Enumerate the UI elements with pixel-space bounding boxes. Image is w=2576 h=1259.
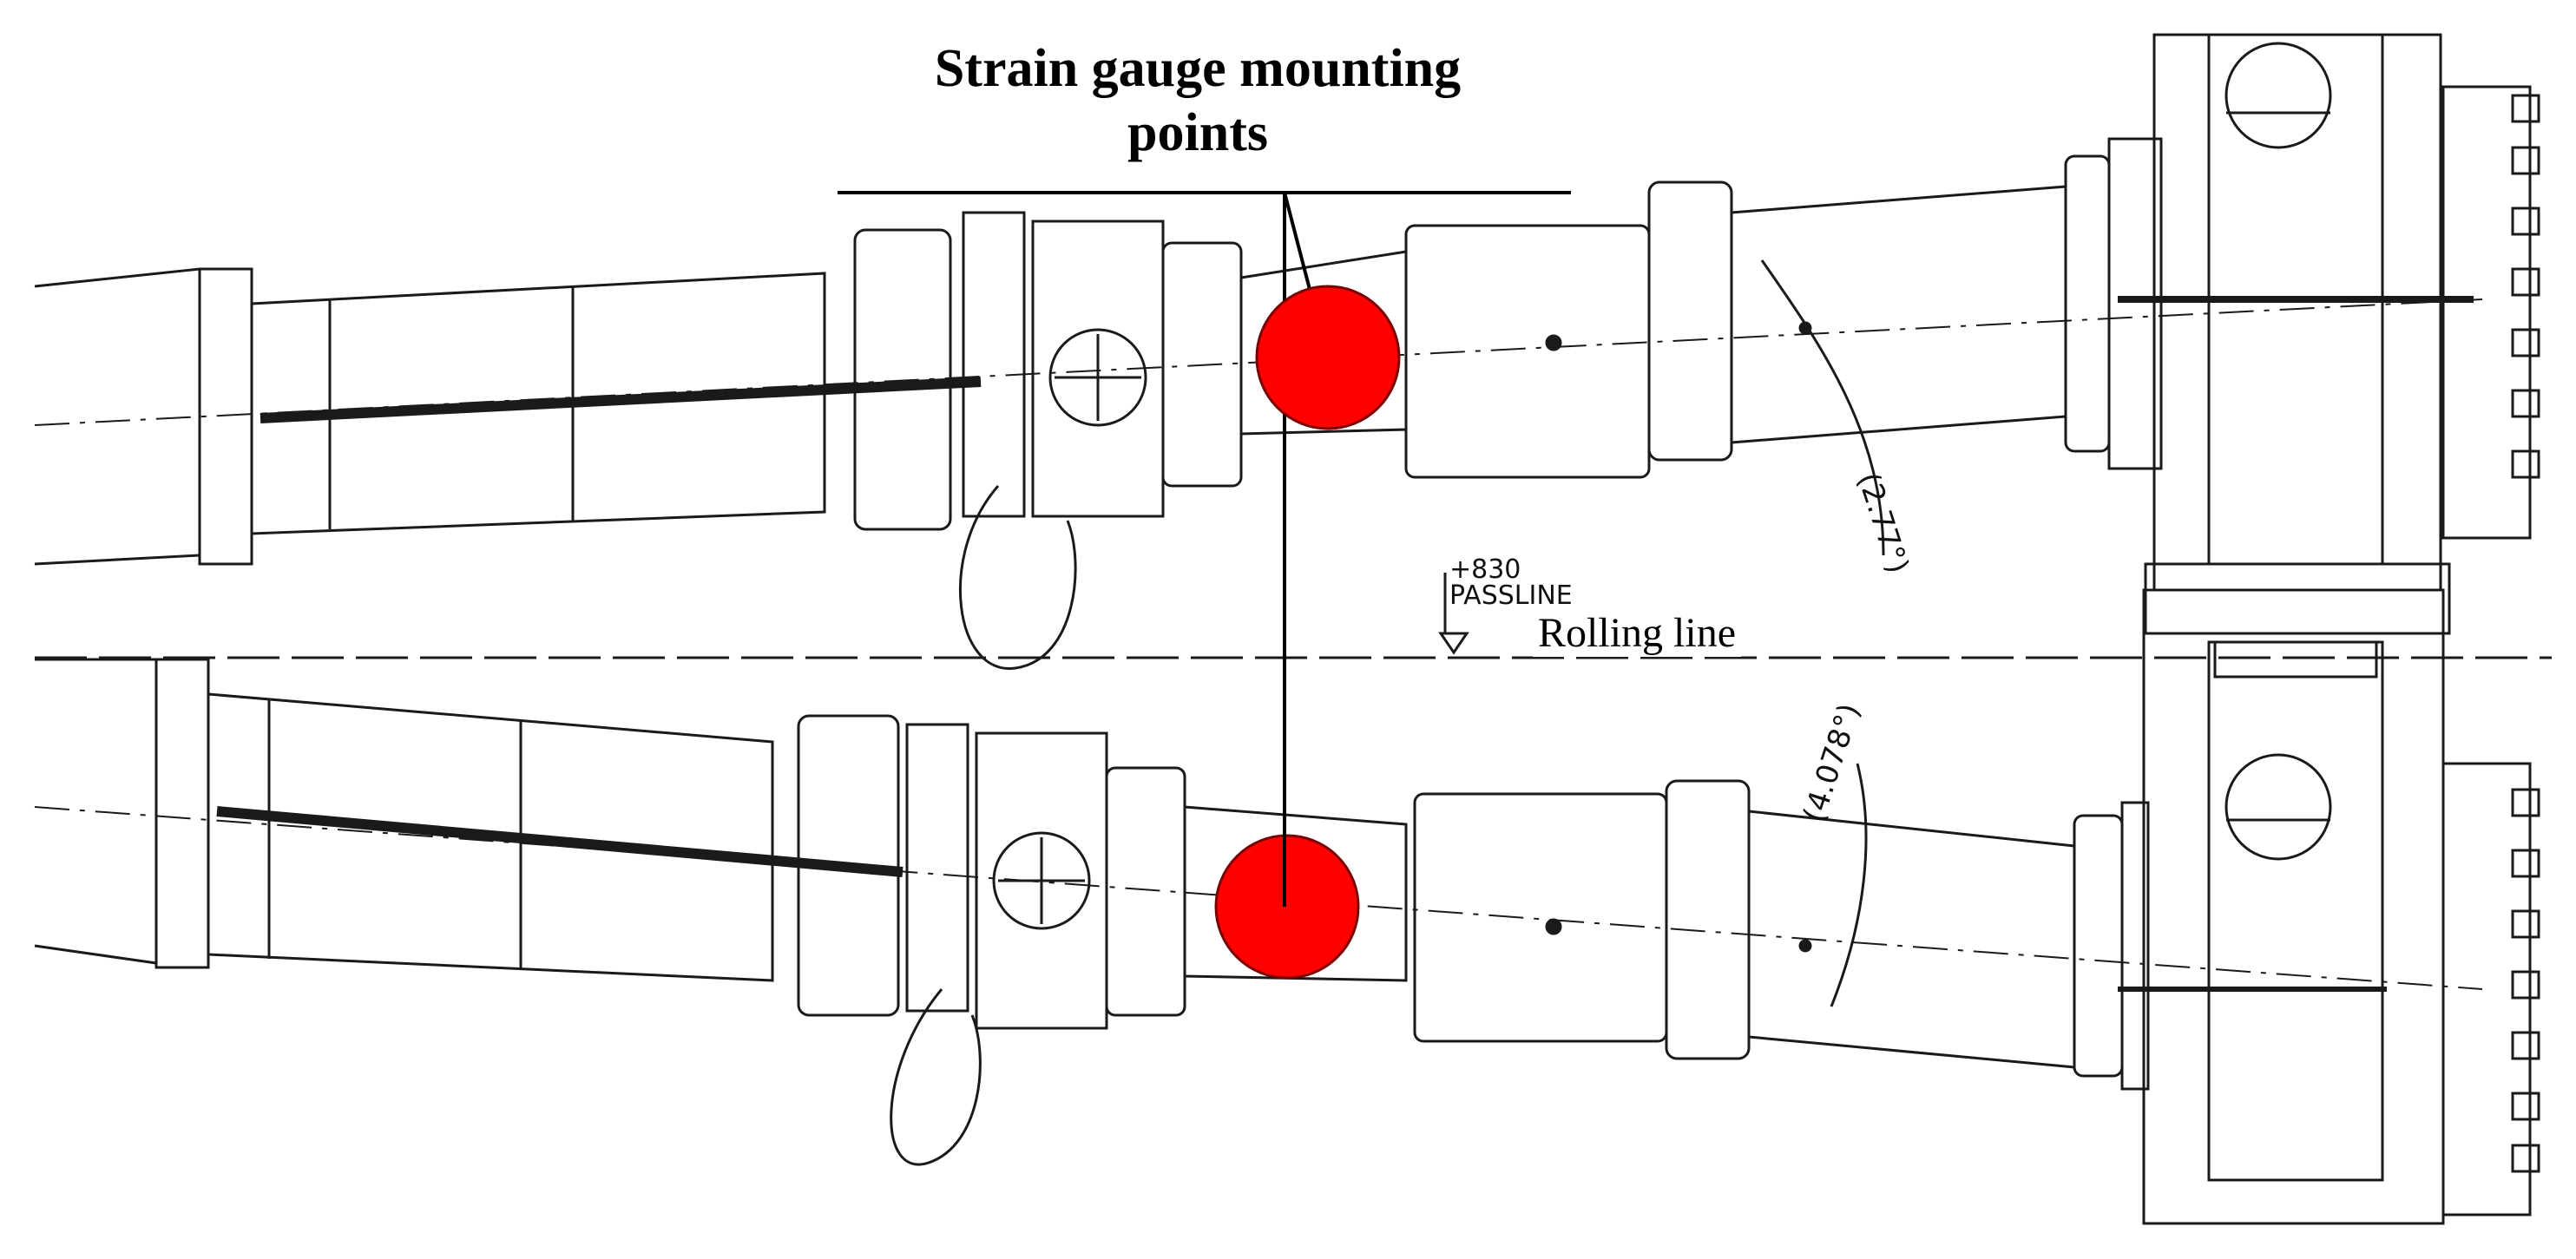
strain-gauge-marker-upper [1255,285,1401,430]
housing-bolts-upper [2511,94,2540,479]
passline-text: PASSLINE [1449,580,1573,611]
passline-label: +830 PASSLINE [1449,557,1573,609]
housing-bolts-lower [2511,788,2540,1173]
passline-value: +830 [1449,554,1521,585]
callout-leaders [838,191,1571,907]
strain-gauge-marker-lower [1214,834,1360,980]
callout-title: Strain gauge mounting points [833,36,1562,165]
callout-title-line2: points [1127,103,1268,162]
callout-title-line1: Strain gauge mounting [934,39,1462,98]
housing-frame [2142,33,2540,1225]
upper-spindle [34,137,2483,670]
passline-marker [1438,632,1469,655]
rolling-line-label: Rolling line [1533,609,1741,657]
